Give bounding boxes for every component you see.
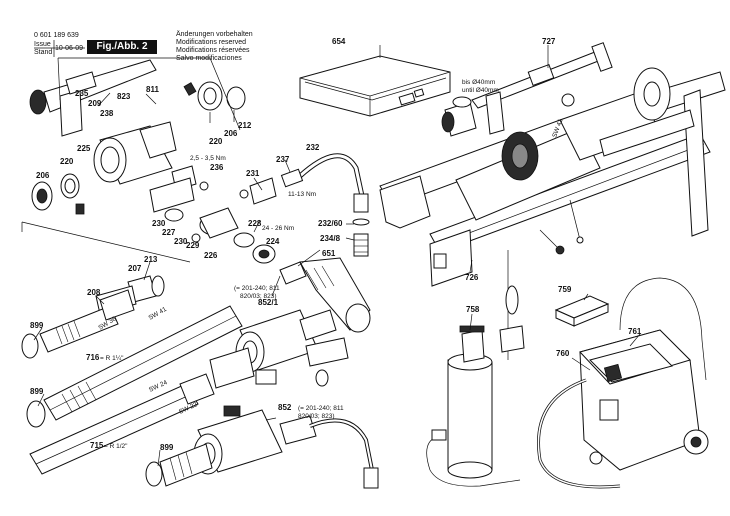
wrench-size-sw41-left: SW 41 bbox=[148, 306, 169, 322]
note-french: Modifications réservées bbox=[176, 47, 250, 54]
callout-213: 213 bbox=[144, 255, 158, 264]
callout-236: 236 bbox=[210, 163, 224, 172]
callout-230-right: 230 bbox=[174, 237, 188, 246]
stand-label: Stand bbox=[34, 49, 53, 56]
torque-spec-c: 24 - 26 Nm bbox=[262, 225, 294, 232]
figure-label: Fig./Abb. 2 bbox=[87, 40, 157, 54]
callout-761: 761 bbox=[628, 327, 642, 336]
callout-899-upper: 899 bbox=[30, 321, 44, 330]
callout-758: 758 bbox=[466, 305, 480, 314]
callout-228: 228 bbox=[248, 219, 262, 228]
diameter-note-de: bis Ø40mm bbox=[462, 79, 495, 86]
callout-212: 212 bbox=[238, 121, 252, 130]
water-swivel-852-1 bbox=[209, 309, 349, 389]
extension-715 bbox=[29, 373, 215, 475]
auxiliary-handle-651 bbox=[279, 257, 371, 333]
callout-716: 716 bbox=[86, 353, 100, 362]
wrench-size-sw24: SW 24 bbox=[148, 379, 169, 394]
callout-220-lower: 220 bbox=[60, 157, 74, 166]
callout-654: 654 bbox=[332, 37, 346, 46]
callout-226: 226 bbox=[204, 251, 218, 260]
callout-235: 235 bbox=[75, 89, 89, 98]
callout-715: 715 bbox=[90, 441, 104, 450]
callout-238: 238 bbox=[100, 109, 114, 118]
callout-760: 760 bbox=[556, 349, 570, 358]
gear-housing-assembly bbox=[29, 59, 246, 243]
callout-225: 225 bbox=[77, 144, 91, 153]
callout-651: 651 bbox=[322, 249, 336, 258]
callout-224: 224 bbox=[266, 237, 280, 246]
extension-716 bbox=[26, 305, 243, 428]
callout-206-upper: 206 bbox=[224, 129, 238, 138]
note-english: Modifications reserved bbox=[176, 39, 247, 46]
drill-stand-726 bbox=[379, 67, 726, 360]
support-column-727 bbox=[441, 42, 613, 137]
callout-899-lower: 899 bbox=[160, 443, 174, 452]
torque-spec-b: 11-13 Nm bbox=[288, 191, 316, 198]
callout-899-middle: 899 bbox=[30, 387, 44, 396]
callout-234-8: 234/8 bbox=[320, 234, 341, 243]
thread-spec-716: = R 1¼" bbox=[100, 355, 124, 362]
vacuum-cleaner-760 bbox=[537, 277, 709, 489]
water-tank-758 bbox=[426, 325, 521, 487]
callout-206-lower: 206 bbox=[36, 171, 50, 180]
callout-208: 208 bbox=[87, 288, 101, 297]
callout-852-1: 852/1 bbox=[258, 298, 279, 307]
water-swivel-852 bbox=[145, 405, 379, 489]
group-bracket bbox=[57, 57, 241, 131]
document-number: 0 601 189 639 bbox=[34, 32, 79, 39]
reference-852-1-line1: (= 201-240; 811 bbox=[234, 285, 280, 292]
callout-811: 811 bbox=[146, 85, 159, 94]
callout-232: 232 bbox=[306, 143, 320, 152]
callout-759: 759 bbox=[558, 285, 572, 294]
callout-232-60: 232/60 bbox=[318, 219, 343, 228]
water-hose-232 bbox=[280, 153, 370, 257]
reference-852-line1: (= 201-240; 811 bbox=[298, 405, 344, 412]
filter-759 bbox=[554, 295, 610, 327]
callout-209: 209 bbox=[88, 99, 102, 108]
issue-label: Issue bbox=[34, 41, 51, 48]
reference-852-line2: 820/03; 823) bbox=[298, 413, 335, 420]
callout-231: 231 bbox=[246, 169, 260, 178]
callout-207: 207 bbox=[128, 264, 142, 273]
note-spanish: Salvo modificaciones bbox=[176, 55, 242, 62]
callout-220-upper: 220 bbox=[209, 137, 223, 146]
modification-notes: Änderungen vorbehalten Modifications res… bbox=[176, 31, 253, 63]
note-german: Änderungen vorbehalten bbox=[176, 31, 253, 38]
diameter-note-en: until Ø40mm bbox=[462, 87, 499, 94]
torque-spec-a: 2,5 - 3,5 Nm bbox=[190, 155, 226, 162]
callout-237: 237 bbox=[276, 155, 290, 164]
callout-230-left: 230 bbox=[152, 219, 166, 228]
leader-lines bbox=[33, 92, 641, 467]
coupling-parts bbox=[199, 177, 277, 264]
callout-823: 823 bbox=[117, 92, 131, 101]
callout-726: 726 bbox=[465, 273, 479, 282]
thread-spec-715: = R 1/2" bbox=[104, 443, 128, 450]
callout-229: 229 bbox=[186, 241, 200, 250]
carrying-case-654 bbox=[299, 55, 451, 117]
callout-227: 227 bbox=[162, 228, 176, 237]
callout-727: 727 bbox=[542, 37, 556, 46]
reference-852-1-line2: 820/03; 823) bbox=[240, 293, 277, 300]
callout-852: 852 bbox=[278, 403, 292, 412]
issue-date: 10-06-09 bbox=[55, 45, 84, 52]
